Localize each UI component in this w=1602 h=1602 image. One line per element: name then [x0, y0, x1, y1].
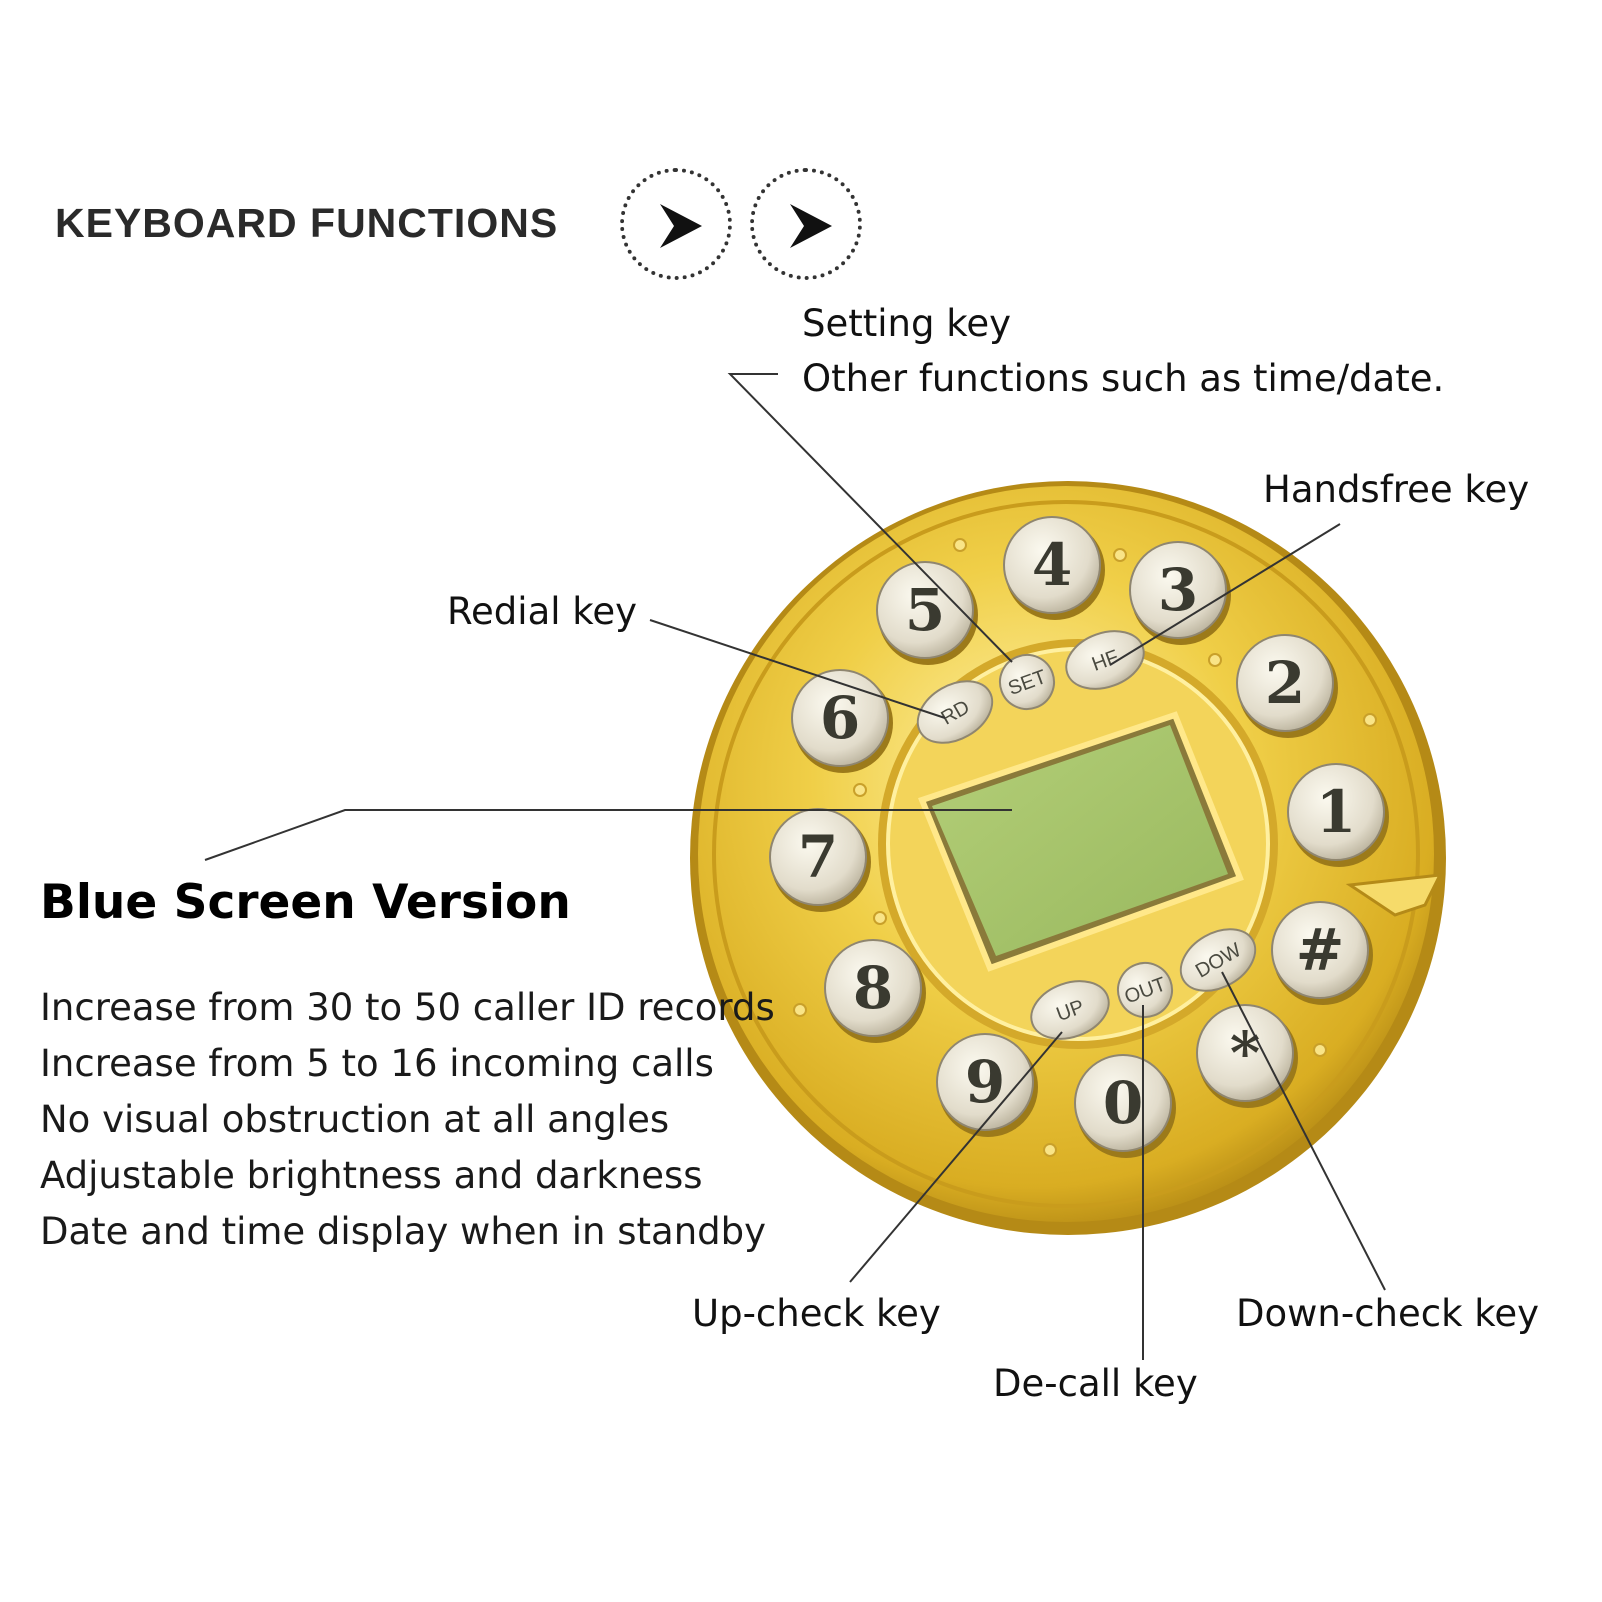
redial-key[interactable]: RD — [907, 669, 1003, 756]
digit-key-label: 7 — [798, 823, 838, 891]
digit-key-0[interactable]: 0 — [1074, 1054, 1176, 1158]
screen-callout-line — [204, 809, 1012, 861]
version-heading: Blue Screen Version — [40, 875, 571, 930]
digit-key-label: # — [1296, 916, 1345, 984]
feature-item: Increase from 5 to 16 incoming calls — [40, 1042, 714, 1085]
digit-key-label: 9 — [965, 1048, 1005, 1116]
digit-key-4[interactable]: 4 — [1003, 516, 1105, 620]
de-call-key-label: De-call key — [993, 1362, 1198, 1405]
redial-key-callout-line — [649, 619, 946, 719]
digit-key-star[interactable]: * — [1196, 1004, 1298, 1108]
setting-key[interactable]: SET — [992, 647, 1061, 716]
digit-key-5[interactable]: 5 — [876, 561, 978, 665]
down-check-key-label: Down-check key — [1236, 1292, 1540, 1335]
feature-item: Increase from 30 to 50 caller ID records — [40, 986, 775, 1029]
down-check-key[interactable]: DOW — [1170, 917, 1266, 1004]
digit-key-label: 1 — [1316, 778, 1356, 846]
feature-item: No visual obstruction at all angles — [40, 1098, 670, 1141]
up-check-key[interactable]: UP — [1023, 971, 1117, 1049]
up-check-key-callout-line — [849, 1031, 1063, 1283]
digit-key-6[interactable]: 6 — [791, 669, 893, 773]
digit-key-2[interactable]: 2 — [1236, 634, 1338, 738]
feature-item: Date and time display when in standby — [40, 1210, 767, 1253]
digit-key-label: 6 — [820, 684, 860, 752]
setting-key-description: Other functions such as time/date. — [802, 357, 1445, 400]
handsfree-key[interactable]: HF — [1058, 621, 1152, 699]
digit-key-hash[interactable]: # — [1271, 901, 1373, 1005]
finger-stop — [1345, 873, 1443, 917]
digit-key-9[interactable]: 9 — [936, 1033, 1038, 1137]
digit-key-label: 3 — [1158, 556, 1198, 624]
digit-key-label: 2 — [1265, 649, 1305, 717]
feature-item: Adjustable brightness and darkness — [40, 1154, 703, 1197]
up-check-key-label: Up-check key — [692, 1292, 941, 1335]
digit-key-1[interactable]: 1 — [1287, 763, 1389, 867]
feature-list: Increase from 30 to 50 caller ID records… — [40, 980, 775, 1260]
digit-key-label: * — [1230, 1019, 1260, 1087]
arrow-right-icon — [620, 168, 732, 280]
lcd-screen — [932, 725, 1228, 956]
digit-key-label: 0 — [1103, 1069, 1143, 1137]
redial-key-label: Redial key — [447, 590, 638, 633]
digit-key-8[interactable]: 8 — [824, 939, 926, 1043]
setting-key-label: Setting key — [802, 302, 1012, 345]
de-call-key[interactable]: OUT — [1110, 955, 1179, 1024]
digit-key-label: 4 — [1032, 531, 1072, 599]
digit-key-3[interactable]: 3 — [1129, 541, 1231, 645]
digit-key-label: 8 — [853, 954, 893, 1022]
handsfree-key-callout-line — [1109, 523, 1341, 666]
down-check-key-callout-line — [1221, 971, 1386, 1291]
page-title: KEYBOARD FUNCTIONS — [55, 200, 559, 246]
handsfree-key-label: Handsfree key — [1263, 468, 1530, 511]
setting-key-callout-line — [727, 373, 1013, 663]
arrow-right-icon — [750, 168, 862, 280]
